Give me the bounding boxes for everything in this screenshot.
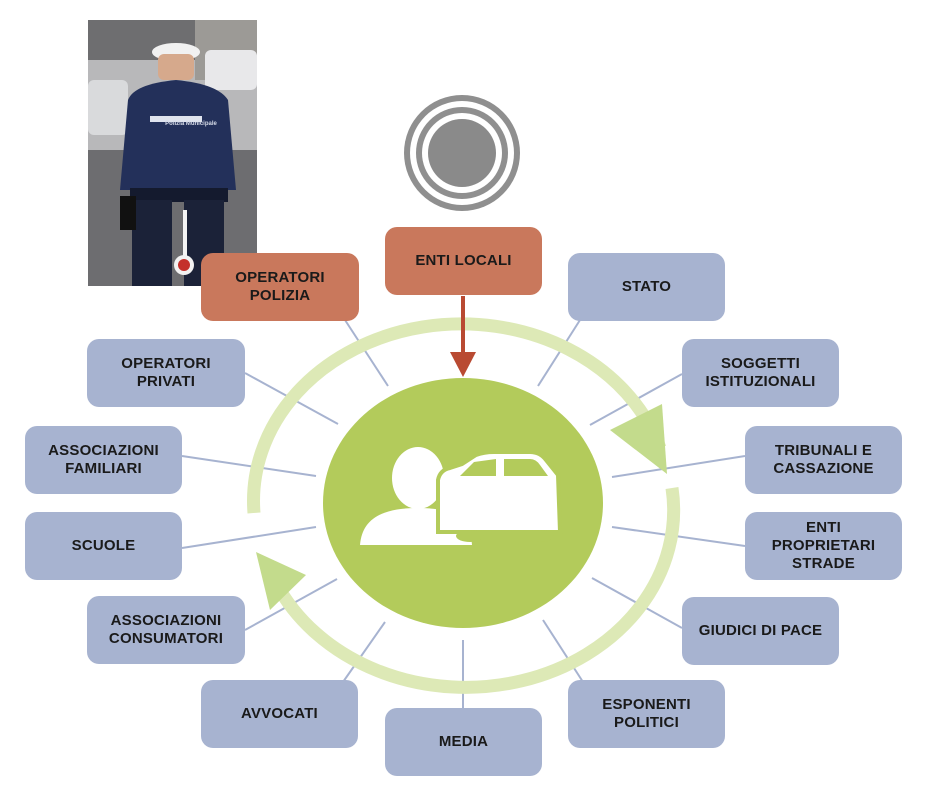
- node-soggetti-istituzionali: SOGGETTI ISTITUZIONALI: [682, 339, 839, 407]
- connector-enti-proprietari: [611, 526, 746, 547]
- cycle-ring: [247, 317, 681, 694]
- node-stato: STATO: [568, 253, 725, 321]
- node-operatori-privati: OPERATORI PRIVATI: [87, 339, 245, 407]
- connector-esponenti-politici: [542, 619, 584, 683]
- police-badge-text: Polizia Municipale: [165, 121, 217, 127]
- connector-associazioni-familiari: [181, 455, 317, 477]
- connector-operatori-polizia: [344, 319, 389, 387]
- node-associazioni-familiari: ASSOCIAZIONI FAMILIARI: [25, 426, 182, 494]
- connector-stato: [537, 319, 581, 387]
- node-esponenti-politici: ESPONENTI POLITICI: [568, 680, 725, 748]
- ring-lower-arc: [270, 487, 681, 694]
- police-officer-photo: [88, 20, 257, 286]
- connector-avvocati: [342, 621, 386, 683]
- node-giudici-di-pace: GIUDICI DI PACE: [682, 597, 839, 665]
- enti-locali-arrow: [450, 296, 476, 377]
- node-associazioni-consumatori: ASSOCIAZIONI CONSUMATORI: [87, 596, 245, 664]
- police-photo-frame: Polizia Municipale: [88, 20, 257, 286]
- node-avvocati: AVVOCATI: [201, 680, 358, 748]
- node-operatori-polizia: OPERATORI POLIZIA: [201, 253, 359, 321]
- concentric-circles-icon: [404, 95, 520, 211]
- ring-arrowhead-right: [610, 404, 667, 474]
- connector-scuole: [181, 526, 317, 549]
- connector-tribunali: [611, 455, 746, 478]
- node-media: MEDIA: [385, 708, 542, 776]
- person-car-icon: [360, 447, 563, 545]
- node-enti-locali: ENTI LOCALI: [385, 227, 542, 295]
- ring-arrowhead-left: [256, 552, 306, 610]
- ring-upper-arc: [247, 317, 667, 514]
- node-tribunali-cassazione: TRIBUNALI E CASSAZIONE: [745, 426, 902, 494]
- node-enti-proprietari-strade: ENTI PROPRIETARI STRADE: [745, 512, 902, 580]
- node-scuole: SCUOLE: [25, 512, 182, 580]
